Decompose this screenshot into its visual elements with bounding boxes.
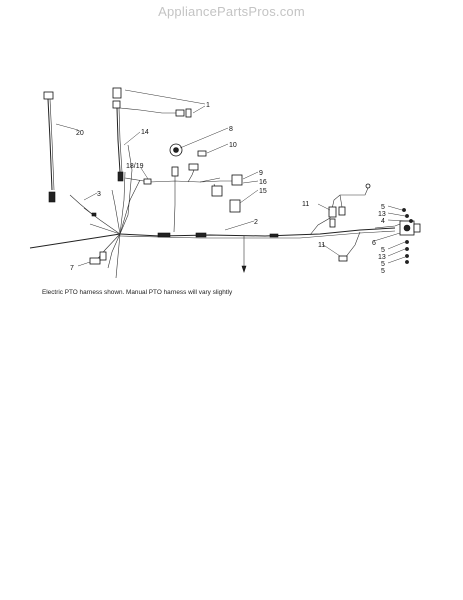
right-branch-11: [309, 183, 371, 262]
part-8-switch: [169, 143, 183, 157]
harness-14: [112, 87, 192, 182]
callout-7: 7: [70, 265, 74, 272]
callout-18-19: 18/19: [126, 163, 144, 170]
branch-18-19: [124, 163, 221, 233]
callout-5-b: 5: [381, 247, 385, 254]
part-7-connector: [89, 251, 107, 265]
callout-13-b: 13: [378, 254, 386, 261]
harness-junction: [29, 144, 141, 279]
callout-3: 3: [97, 191, 101, 198]
diagram-caption: Electric PTO harness shown. Manual PTO h…: [42, 289, 233, 296]
watermark: AppliancePartsPros.com: [158, 4, 305, 19]
callout-20: 20: [76, 130, 84, 137]
ground-lead: [241, 236, 247, 273]
callout-10: 10: [229, 142, 237, 149]
part-10-clip: [197, 150, 207, 157]
callout-9: 9: [259, 170, 263, 177]
callout-6: 6: [372, 240, 376, 247]
callout-8: 8: [229, 126, 233, 133]
callout-11-upper: 11: [302, 201, 309, 208]
callout-16: 16: [259, 179, 267, 186]
callout-4: 4: [381, 218, 385, 225]
callout-labels: 1 20 14 8 10 18/19 9 16 15 3 2 11 11 7 6…: [70, 102, 386, 275]
callout-11-lower: 11: [318, 242, 325, 249]
callout-leaders: [55, 89, 410, 267]
harness-20: [43, 91, 56, 203]
main-harness-trunk: [119, 227, 396, 239]
connector-cluster-9-16-15: [199, 174, 243, 213]
callout-13-a: 13: [378, 211, 386, 218]
callout-5-c: 5: [381, 261, 385, 268]
callout-5-d: 5: [381, 268, 385, 275]
callout-5-a: 5: [381, 204, 385, 211]
callout-14: 14: [141, 129, 149, 136]
callout-15: 15: [259, 188, 267, 195]
callout-2: 2: [254, 219, 258, 226]
part-3-wire: [69, 194, 97, 217]
ignition-switch-assembly: [374, 208, 421, 264]
callout-1: 1: [206, 102, 210, 109]
